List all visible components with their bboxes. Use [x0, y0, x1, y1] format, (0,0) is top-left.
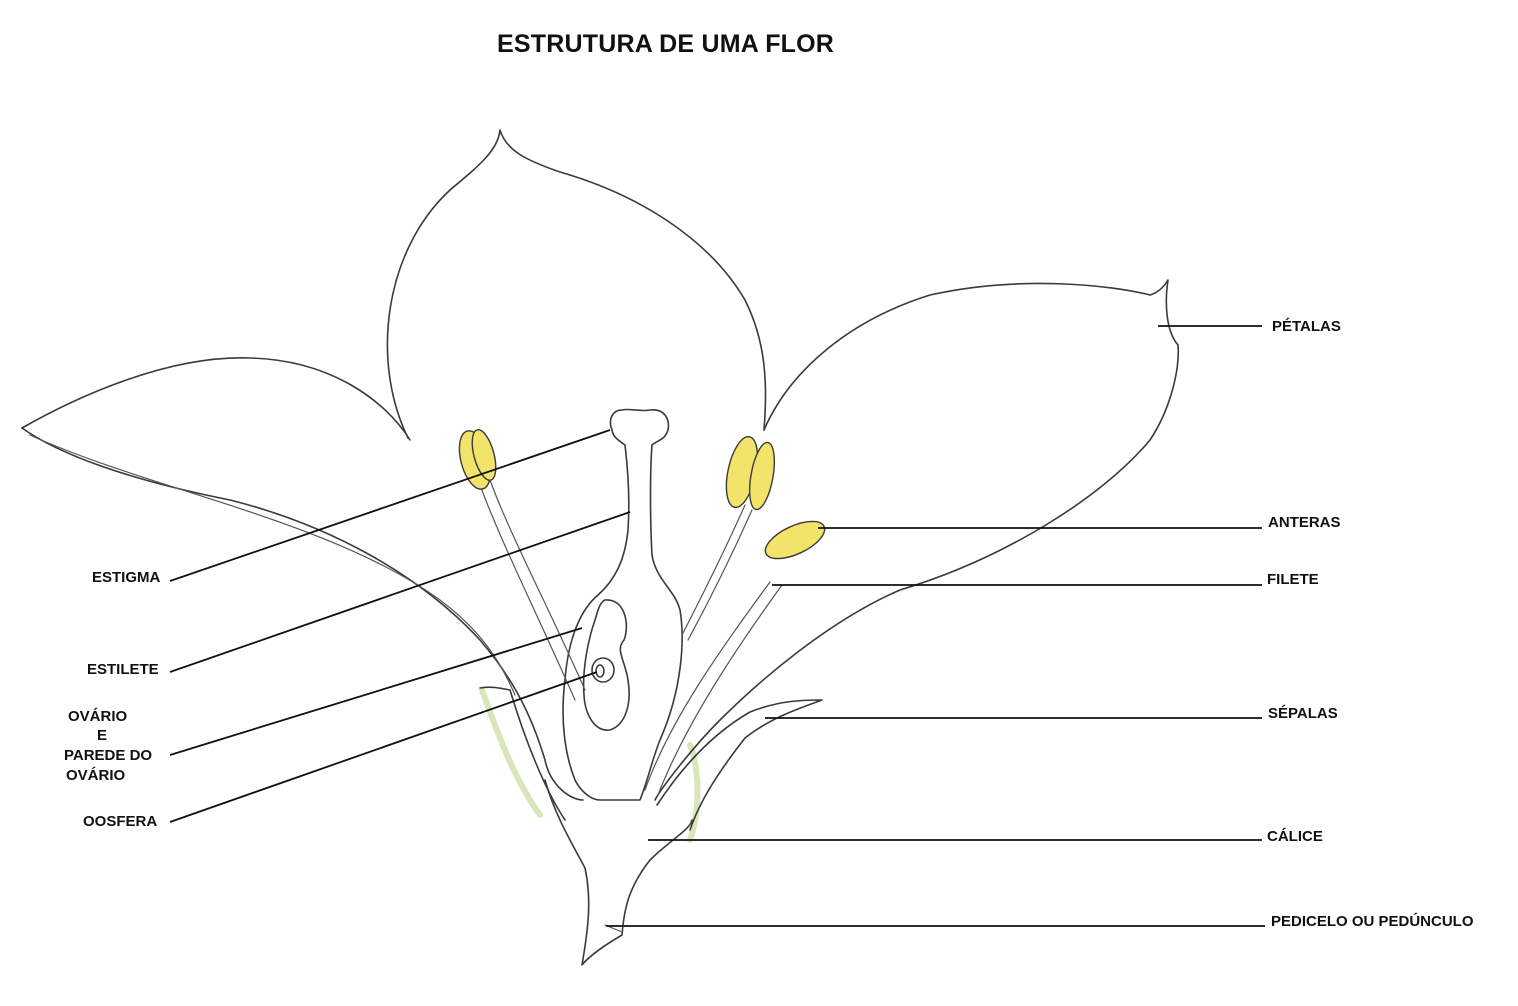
receptacle [544, 779, 693, 966]
label-ovario-4: OVÁRIO [66, 767, 126, 784]
petal-left-vein [29, 434, 516, 696]
anther-left-b [471, 429, 497, 481]
label-ovario-2: E [97, 727, 108, 744]
anther-center-b [748, 441, 776, 511]
label-filete: FILETE [1267, 571, 1319, 588]
label-sepalas: SÉPALAS [1268, 705, 1338, 722]
leader-oosfera [169, 671, 598, 823]
sepal-right [656, 699, 823, 831]
oosphere [595, 664, 605, 678]
label-ovario-1: OVÁRIO [68, 708, 128, 725]
diagram-title: ESTRUTURA DE UMA FLOR [497, 30, 835, 58]
label-pedicelo: PEDICELO OU PEDÚNCULO [1271, 913, 1474, 930]
sepal-tint-right [687, 742, 701, 843]
ovary-chamber [582, 599, 630, 731]
label-petalas: PÉTALAS [1272, 318, 1341, 335]
leader-ovario [169, 627, 583, 756]
label-estigma: ESTIGMA [92, 569, 161, 586]
label-oosfera: OOSFERA [83, 813, 158, 830]
filament-center-b [687, 509, 753, 641]
label-anteras: ANTERAS [1268, 514, 1341, 531]
petal-right [654, 279, 1180, 801]
filament-right [644, 581, 771, 791]
sepal-tint-left [479, 687, 543, 818]
filament-left-b [489, 479, 586, 691]
label-estilete: ESTILETE [87, 661, 159, 678]
pistil-outline [562, 408, 683, 801]
label-ovario-3: PAREDE DO [64, 747, 153, 764]
filament-center [681, 504, 746, 636]
filament-left [479, 484, 576, 701]
ovule [591, 657, 615, 683]
anther-right [764, 520, 826, 560]
leader-estilete [169, 511, 631, 673]
label-calice: CÁLICE [1267, 828, 1323, 845]
petal-left [21, 357, 411, 441]
leader-estigma [169, 429, 611, 582]
filament-right-b [657, 584, 783, 796]
petal-top [386, 129, 767, 439]
